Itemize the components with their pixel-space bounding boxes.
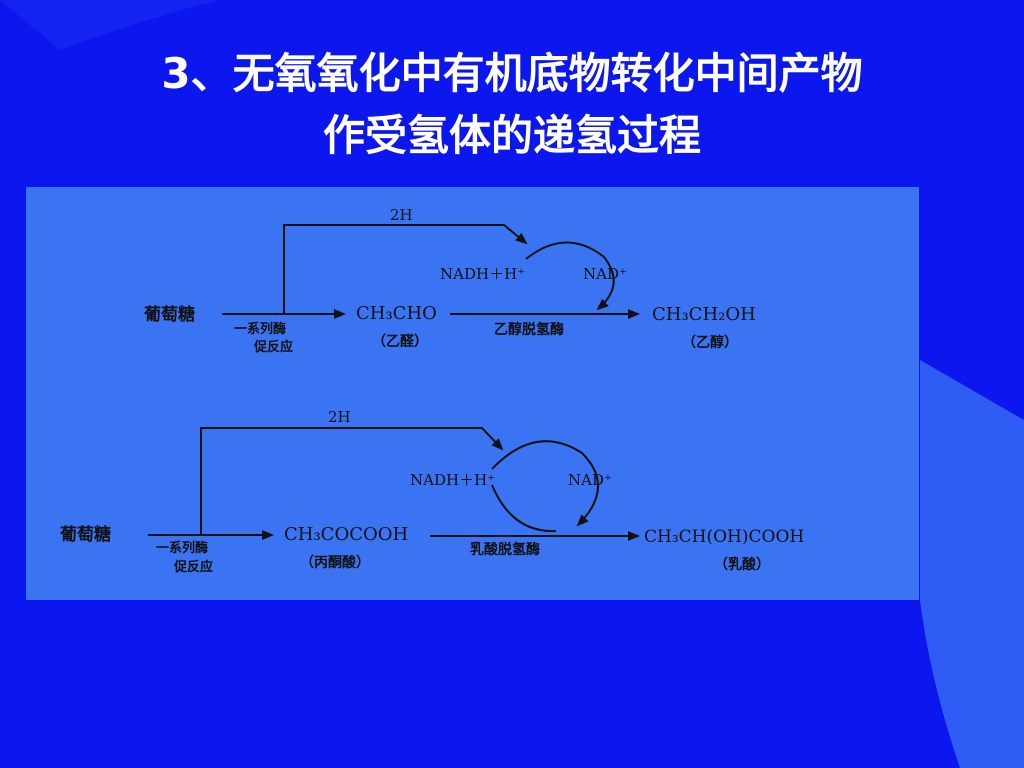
product-ethanol: CH₃CH₂OH — [652, 304, 756, 325]
arrow-2h-pathway1 — [283, 224, 528, 314]
product-name-ethanol: （乙醇） — [682, 335, 738, 351]
arrow-2h-pathway2 — [200, 427, 504, 535]
intermediate-acetaldehyde: CH₃CHO — [356, 303, 437, 324]
enzyme-alcohol-dehydrogenase: 乙醇脱氢酶 — [494, 322, 564, 338]
intermediate-pyruvate: CH₃COCOOH — [284, 524, 409, 545]
nad-label-2: NAD⁺ — [568, 471, 612, 489]
intermediate-name-pyruvate: （丙酮酸） — [300, 555, 370, 571]
enzymes-note-2-line1: 一系列酶 — [156, 541, 209, 556]
nad-label-1: NAD⁺ — [583, 265, 627, 283]
nad-cycle-arc-2 — [491, 440, 599, 527]
enzymes-note-1-line2: 促反应 — [254, 340, 294, 355]
substrate-glucose-2: 葡萄糖 — [60, 525, 111, 545]
enzymes-note-1-line1: 一系列酶 — [234, 322, 287, 337]
product-name-lactate: （乳酸） — [714, 557, 770, 573]
enzyme-lactate-dehydrogenase: 乳酸脱氢酶 — [470, 542, 540, 558]
decorative-corner — [0, 0, 220, 50]
slide-title-line2: 作受氢体的递氢过程 — [322, 111, 701, 160]
hydrogen-label-1: 2H — [390, 206, 413, 224]
diagram-arrows — [148, 224, 640, 541]
decorative-wedge — [920, 360, 1024, 768]
diagram-panel: 2H NADH＋H⁺ NAD⁺ 葡萄糖 一系列酶 促反应 CH₃CHO （乙醛）… — [26, 187, 919, 600]
hydrogen-label-2: 2H — [328, 408, 351, 426]
substrate-glucose-1: 葡萄糖 — [144, 305, 195, 325]
nad-cycle-arc-2-lower — [491, 484, 557, 533]
product-lactate: CH₃CH(OH)COOH — [644, 527, 805, 547]
slide-title-line1: 3、无氧氧化中有机底物转化中间产物 — [161, 49, 863, 98]
intermediate-name-acetaldehyde: （乙醛） — [372, 334, 428, 350]
nadh-label-2: NADH＋H⁺ — [410, 471, 496, 489]
enzymes-note-2-line2: 促反应 — [174, 560, 214, 575]
nad-cycle-arc-1 — [525, 241, 615, 311]
nadh-label-1: NADH＋H⁺ — [440, 265, 526, 283]
